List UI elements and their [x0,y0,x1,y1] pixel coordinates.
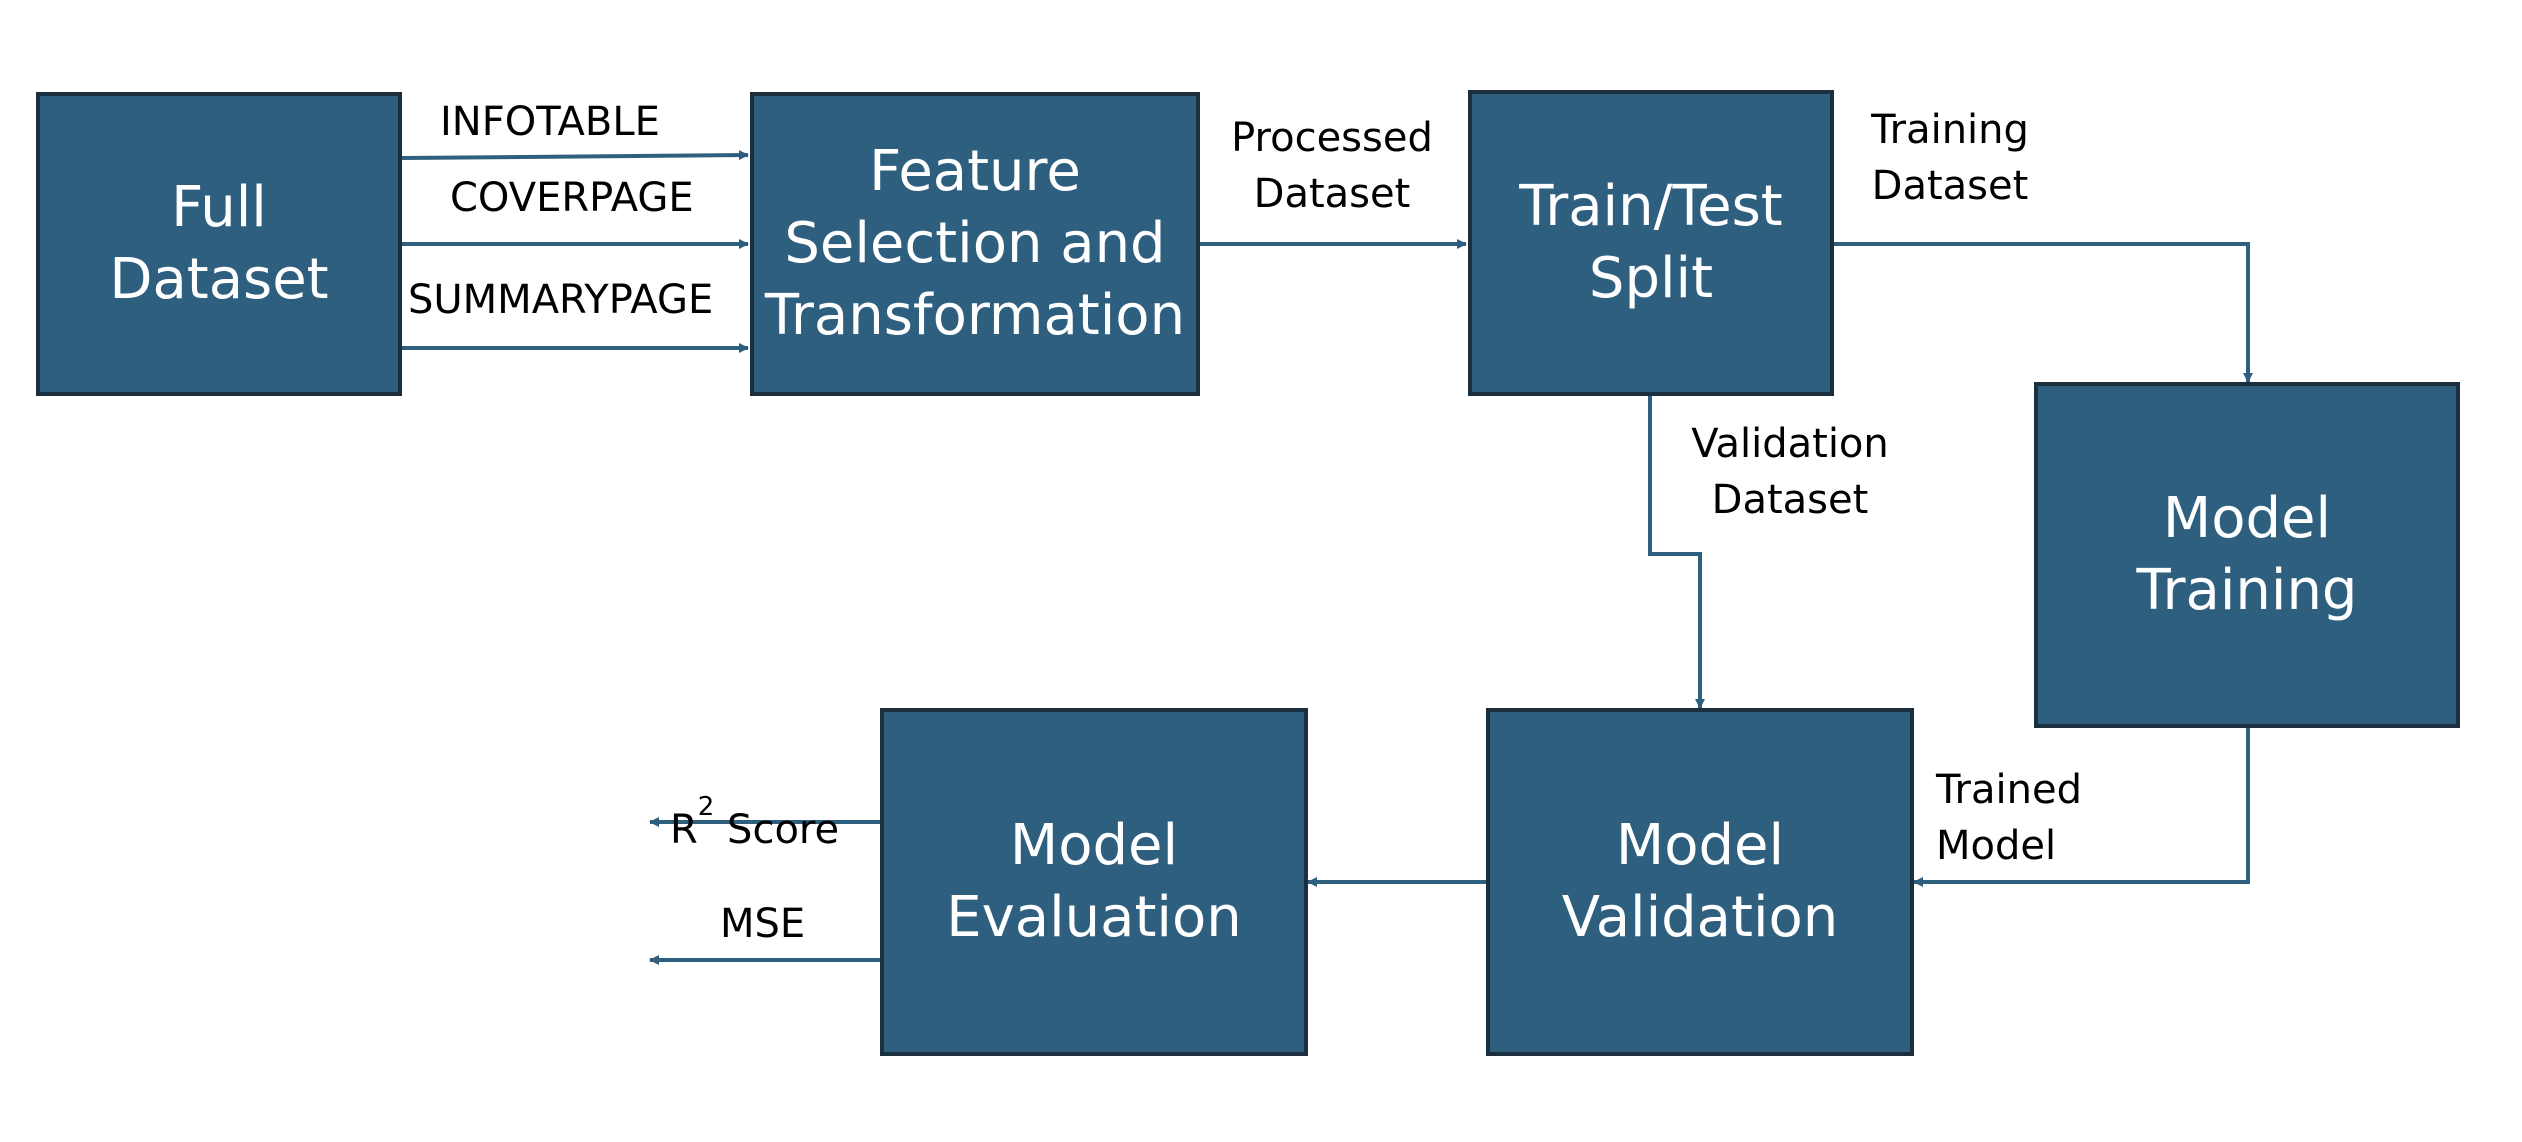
summarypage-label: SUMMARYPAGE [408,277,714,323]
mse-label: MSE [720,901,806,947]
trained-model-label: Trained Model [1936,767,2082,869]
model-training-box: Model Training [2034,382,2460,728]
infotable-label: INFOTABLE [440,99,660,145]
arrow-trained-model [1913,728,2250,887]
r2-score-label: R2 Score [670,746,839,858]
train-test-split-box: Train/Test Split [1468,90,1834,396]
processed-dataset-label: Processed Dataset [1231,115,1433,217]
model-validation-box: Model Validation [1486,708,1914,1056]
train-test-split-label: Train/Test Split [1519,174,1783,311]
coverpage-label: COVERPAGE [450,175,694,221]
model-training-label: Model Training [2136,486,2358,623]
r2-score-rest: Score [714,807,840,853]
model-validation-label: Model Validation [1561,813,1839,950]
full-dataset-label: Full Dataset [109,175,329,312]
feature-selection-box: Feature Selection and Transformation [750,92,1200,396]
arrow-infotable [401,150,749,161]
r2-score-superscript: 2 [697,791,715,822]
model-evaluation-box: Model Evaluation [880,708,1308,1056]
r2-score-base: R [670,807,698,853]
full-dataset-box: Full Dataset [36,92,402,396]
validation-dataset-label: Validation Dataset [1691,421,1889,523]
feature-selection-label: Feature Selection and Transformation [764,139,1186,348]
arrow-validation-dataset [1648,396,1705,709]
arrow-training-dataset [1834,242,2253,383]
training-dataset-label: Training Dataset [1871,107,2029,209]
model-evaluation-label: Model Evaluation [946,813,1242,950]
